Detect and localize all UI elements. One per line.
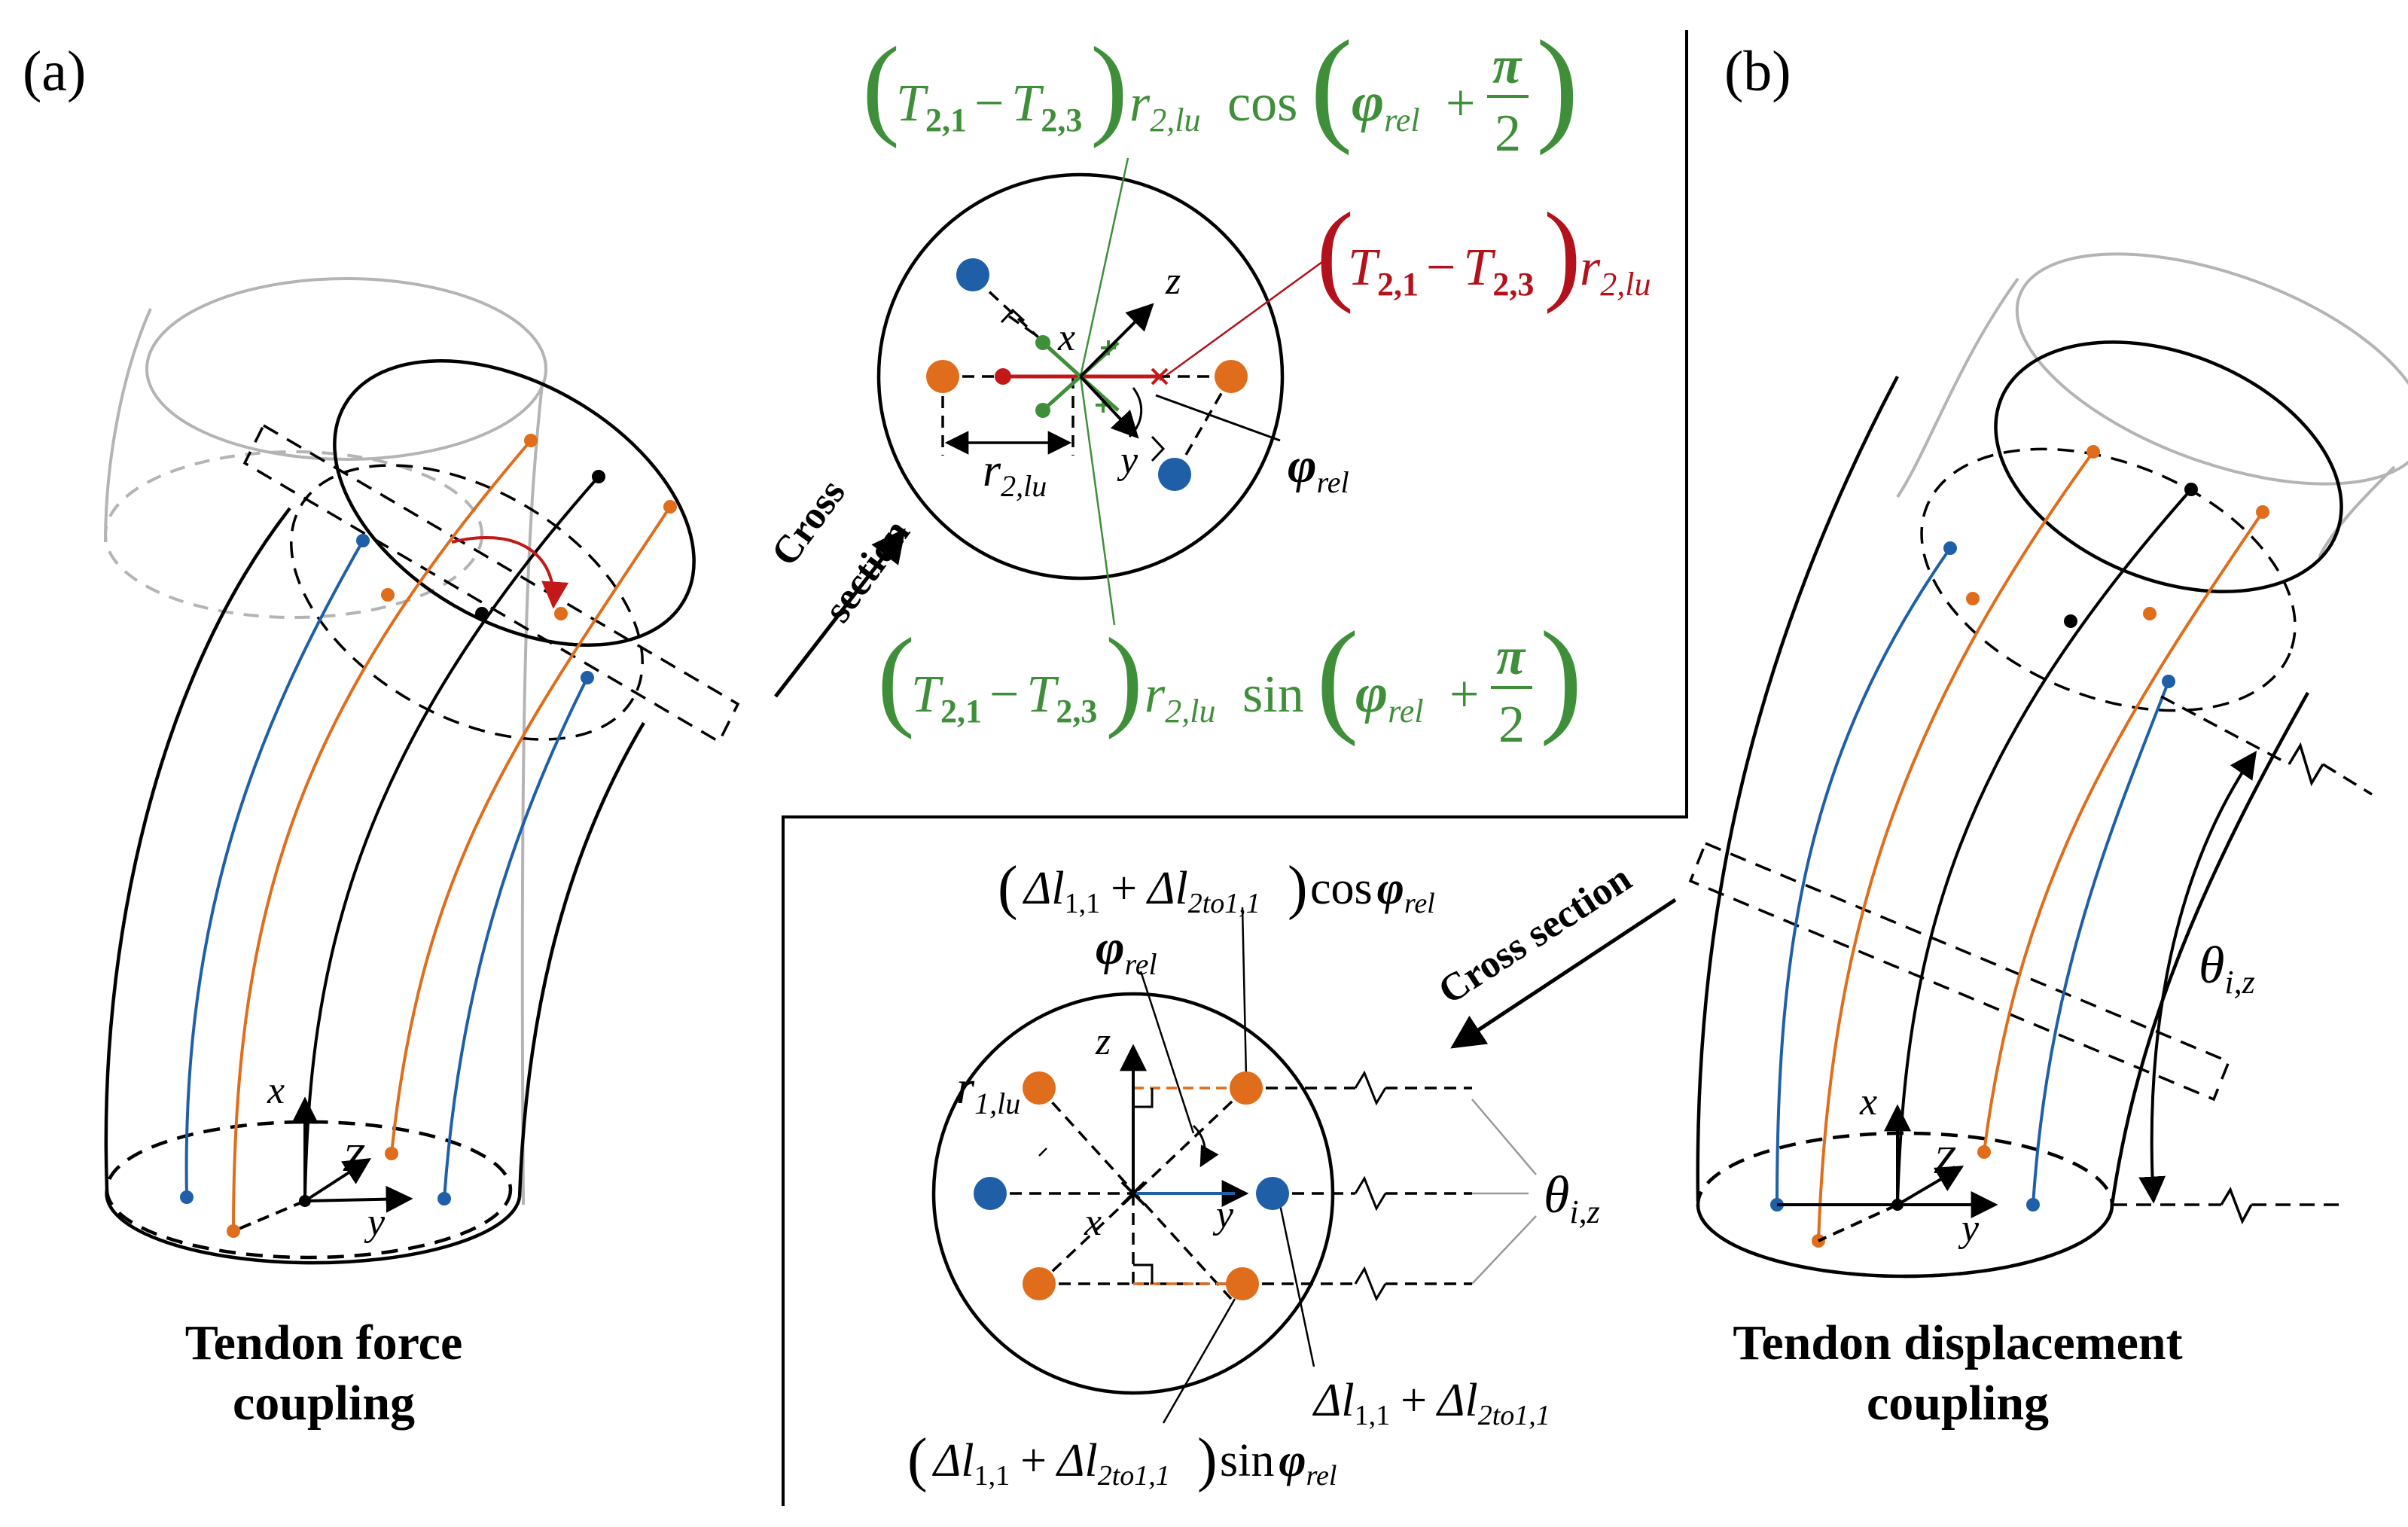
equation-dl-sin: ( Δl1,1+Δl2to1,1 ) sinφrel	[907, 1427, 1337, 1493]
cross-section-rect-b	[1688, 841, 2231, 1102]
cs-b-axis-y: y	[1212, 1193, 1234, 1236]
axis-y-b: y	[1958, 1207, 1980, 1250]
panel-a-label: (a)	[23, 40, 86, 103]
axis-x-b: x	[1859, 1080, 1877, 1123]
svg-text:φrel: φrel	[1352, 72, 1420, 139]
theta-label-b: θi,z	[2199, 937, 2255, 1001]
equation-dl-cos: ( Δl1,1+Δl2to1,1 ) cosφrel	[998, 855, 1435, 921]
base-axes-b	[1777, 1104, 1998, 1242]
equation-dl-sum: Δl1,1+Δl2to1,1	[1312, 1375, 1550, 1431]
svg-text:cosφrel: cosφrel	[1310, 863, 1435, 919]
svg-text:r2,lu: r2,lu	[1129, 75, 1200, 139]
svg-text:+: +	[1449, 666, 1479, 724]
svg-text:sin: sin	[1242, 666, 1304, 724]
ghost-straight-segment	[104, 277, 547, 1205]
svg-text:(: (	[862, 24, 900, 149]
cross-section-b: z x y r1,lu φrel θi,z	[931, 907, 1600, 1424]
axis-x-a: x	[267, 1069, 285, 1112]
cs-a-phi-label: φrel	[1288, 438, 1349, 499]
svg-text:r2,lu: r2,lu	[1580, 239, 1651, 303]
svg-text:(: (	[1316, 190, 1354, 315]
svg-text:): )	[1090, 24, 1128, 149]
moment-arrow-a	[451, 535, 569, 609]
svg-text:π: π	[1496, 628, 1526, 686]
cross-section-arrow-b: Cross section	[1431, 857, 1677, 1049]
svg-text:(: (	[907, 1427, 928, 1493]
svg-text:(: (	[877, 615, 915, 740]
cs-b-theta-label: θi,z	[1544, 1166, 1600, 1230]
svg-text:2: 2	[1498, 696, 1525, 754]
caption-b-line2: coupling	[1867, 1376, 2049, 1431]
svg-text:(: (	[998, 855, 1018, 921]
svg-text:T2,1−T2,3: T2,1−T2,3	[911, 666, 1097, 730]
panel-a-backbone: x Z y Tendon force coupling	[104, 277, 740, 1431]
tendons-a	[184, 439, 672, 1232]
caption-a-line2: coupling	[233, 1376, 415, 1431]
panel-dividers	[782, 30, 1688, 1506]
bent-tube-b	[1696, 340, 2343, 1279]
svg-text:π: π	[1492, 37, 1523, 95]
cs-a-axis-y: y	[1117, 439, 1138, 482]
axis-Z-a: Z	[343, 1137, 365, 1180]
caption-a-line1: Tendon force	[185, 1315, 463, 1370]
ghost-straight-segment-b	[1896, 252, 2408, 558]
svg-text:Δl1,1+Δl2to1,1: Δl1,1+Δl2to1,1	[1312, 1375, 1550, 1431]
cross-section-a: z x y r2,lu φrel	[876, 157, 1349, 626]
svg-text:2: 2	[1495, 105, 1521, 163]
svg-text:): )	[1197, 1427, 1218, 1493]
equation-green-sin: ( T2,1−T2,3 ) r2,lu sin ( φrel + π 2 )	[877, 605, 1583, 754]
caption-b-line1: Tendon displacement	[1733, 1315, 2182, 1370]
cs-a-axis-x: x	[1057, 316, 1075, 359]
svg-text:T2,1−T2,3: T2,1−T2,3	[896, 75, 1082, 139]
svg-text:): )	[1536, 14, 1579, 156]
equation-green-cos: ( T2,1−T2,3 ) r2,lu cos ( φrel + π 2 )	[862, 14, 1579, 163]
svg-text:sinφrel: sinφrel	[1220, 1435, 1337, 1492]
svg-text:): )	[1540, 605, 1583, 747]
svg-text:T2,1−T2,3: T2,1−T2,3	[1348, 239, 1534, 303]
cs-b-phi-label: φrel	[1096, 920, 1157, 981]
svg-text:Δl1,1+Δl2to1,1: Δl1,1+Δl2to1,1	[931, 1435, 1170, 1492]
equation-red: ( T2,1−T2,3 ) r2,lu	[1316, 190, 1651, 315]
svg-text:): )	[1105, 615, 1143, 740]
svg-text:(: (	[1310, 14, 1353, 156]
tendons-b	[1776, 450, 2264, 1242]
tendon-nodes-a	[180, 434, 677, 1238]
axis-Z-b: Z	[1934, 1139, 1956, 1182]
theta-arc-b	[2138, 751, 2257, 1204]
svg-text:): )	[1288, 855, 1308, 921]
cs-a-axis-z: z	[1165, 260, 1181, 303]
cross-label-a-line2: section	[816, 512, 919, 630]
cs-b-axis-x: x	[1084, 1201, 1102, 1244]
svg-text:(: (	[1316, 605, 1359, 747]
cs-b-r-label: r1,lu	[956, 1062, 1020, 1120]
svg-text:φrel: φrel	[1355, 663, 1424, 730]
svg-text:): )	[1544, 190, 1581, 315]
cross-section-plane-b	[1920, 447, 2297, 712]
cs-b-axis-z: z	[1095, 1020, 1111, 1063]
cross-label-a-line1: Cross	[764, 471, 854, 574]
bent-tube	[104, 359, 696, 1265]
cross-label-b: Cross section	[1431, 857, 1638, 1013]
panel-b-label: (b)	[1724, 40, 1791, 103]
base-axes-a	[233, 1096, 413, 1233]
cross-section-plane-a	[242, 423, 740, 744]
svg-text:cos: cos	[1227, 75, 1297, 133]
svg-text:Δl1,1+Δl2to1,1: Δl1,1+Δl2to1,1	[1022, 863, 1260, 919]
svg-text:r2,lu: r2,lu	[1145, 666, 1215, 730]
svg-text:+: +	[1446, 75, 1475, 133]
tendon-nodes-b	[1770, 445, 2269, 1248]
cs-a-r-label: r2,lu	[983, 445, 1047, 503]
axis-y-a: y	[364, 1201, 386, 1244]
panel-b-backbone: x Z y θi,z Tendon displacement coupling	[1688, 252, 2408, 1431]
